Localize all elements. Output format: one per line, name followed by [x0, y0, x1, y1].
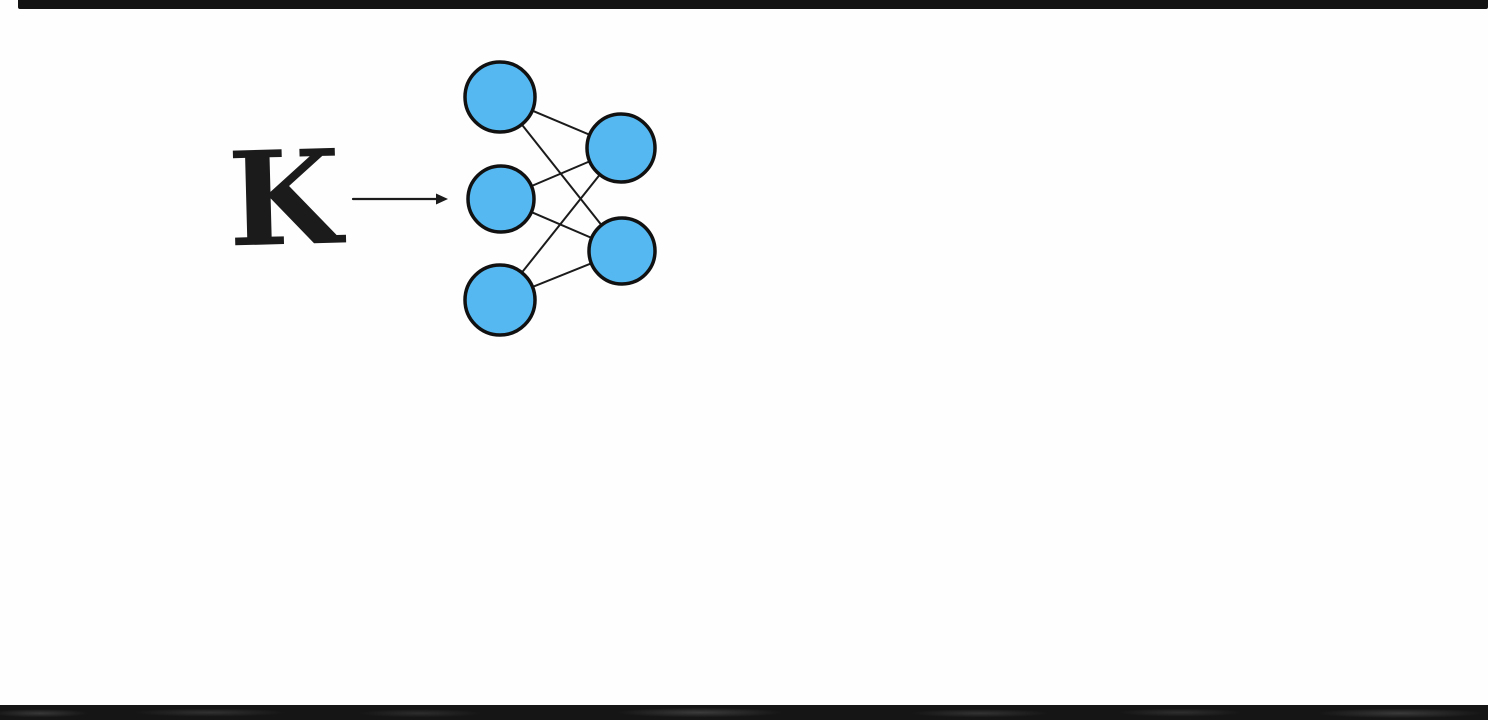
network-node: [463, 263, 537, 337]
network-node: [587, 216, 657, 286]
bottom-letterbox-bar: [0, 705, 1488, 720]
arrow-head: [436, 193, 448, 205]
network-node: [585, 112, 657, 184]
arrow-icon: [351, 193, 448, 205]
network-layer-output: [585, 112, 657, 286]
network-node: [463, 60, 537, 134]
network-node: [466, 164, 536, 234]
network-layer-input: [463, 60, 537, 337]
top-letterbox-bar: [18, 0, 1488, 9]
